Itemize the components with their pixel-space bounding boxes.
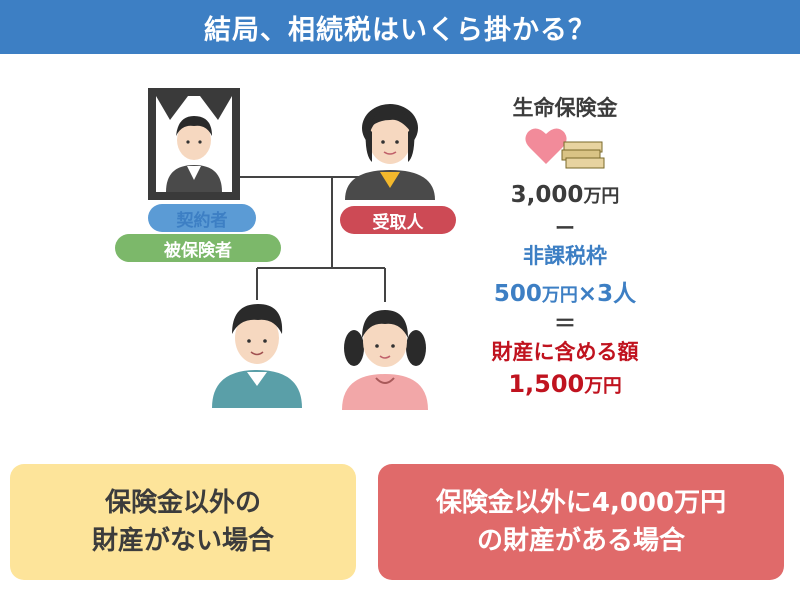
insurance-amount-value: 3,000 — [510, 182, 584, 208]
minus-sign: ー — [555, 216, 575, 240]
page-title: 結局、相続税はいくら掛かる？ — [0, 0, 800, 54]
insurance-amount-unit: 万円 — [583, 186, 620, 207]
included-title: 財産に含める額 — [491, 340, 639, 364]
calculation-panel: 生命保険金 3,000万円 ー 非課税枠 500万円×3人 ＝ 財産に含める額 … — [465, 88, 665, 418]
left-box-line1: 保険金以外の — [104, 488, 261, 518]
included-amount: 1,500万円 — [465, 370, 665, 398]
exempt-amount-value: 500 — [493, 281, 542, 307]
right-box-line2: の財産がある場合 — [476, 526, 685, 556]
exempt-amount: 500万円×3人 — [465, 274, 665, 308]
other-assets-case-box: 保険金以外に4,000万円 の財産がある場合 — [378, 464, 784, 580]
heart-money-icon — [525, 128, 605, 169]
exempt-multiplier: ×3人 — [577, 281, 637, 307]
deceased-portrait-icon — [148, 88, 240, 200]
contractor-label: 契約者 — [148, 204, 256, 232]
insurance-amount: 3,000万円 — [465, 182, 665, 208]
insurance-title: 生命保険金 — [512, 96, 618, 120]
equals-sign: ＝ — [553, 312, 576, 337]
daughter-figure-icon — [342, 310, 428, 410]
no-other-assets-case-box: 保険金以外の 財産がない場合 — [10, 464, 356, 580]
exempt-title: 非課税枠 — [523, 244, 607, 268]
exempt-amount-unit: 万円 — [541, 285, 578, 306]
included-amount-value: 1,500 — [508, 370, 585, 398]
beneficiary-label: 受取人 — [340, 206, 456, 234]
wife-figure-icon — [345, 104, 435, 200]
family-diagram — [148, 88, 435, 410]
left-box-line2: 財産がない場合 — [91, 526, 274, 556]
insured-label: 被保険者 — [115, 234, 281, 262]
right-box-line1: 保険金以外に4,000万円 — [435, 488, 727, 518]
family-tree-lines — [240, 176, 386, 302]
son-figure-icon — [212, 304, 302, 408]
included-amount-unit: 万円 — [584, 376, 622, 397]
